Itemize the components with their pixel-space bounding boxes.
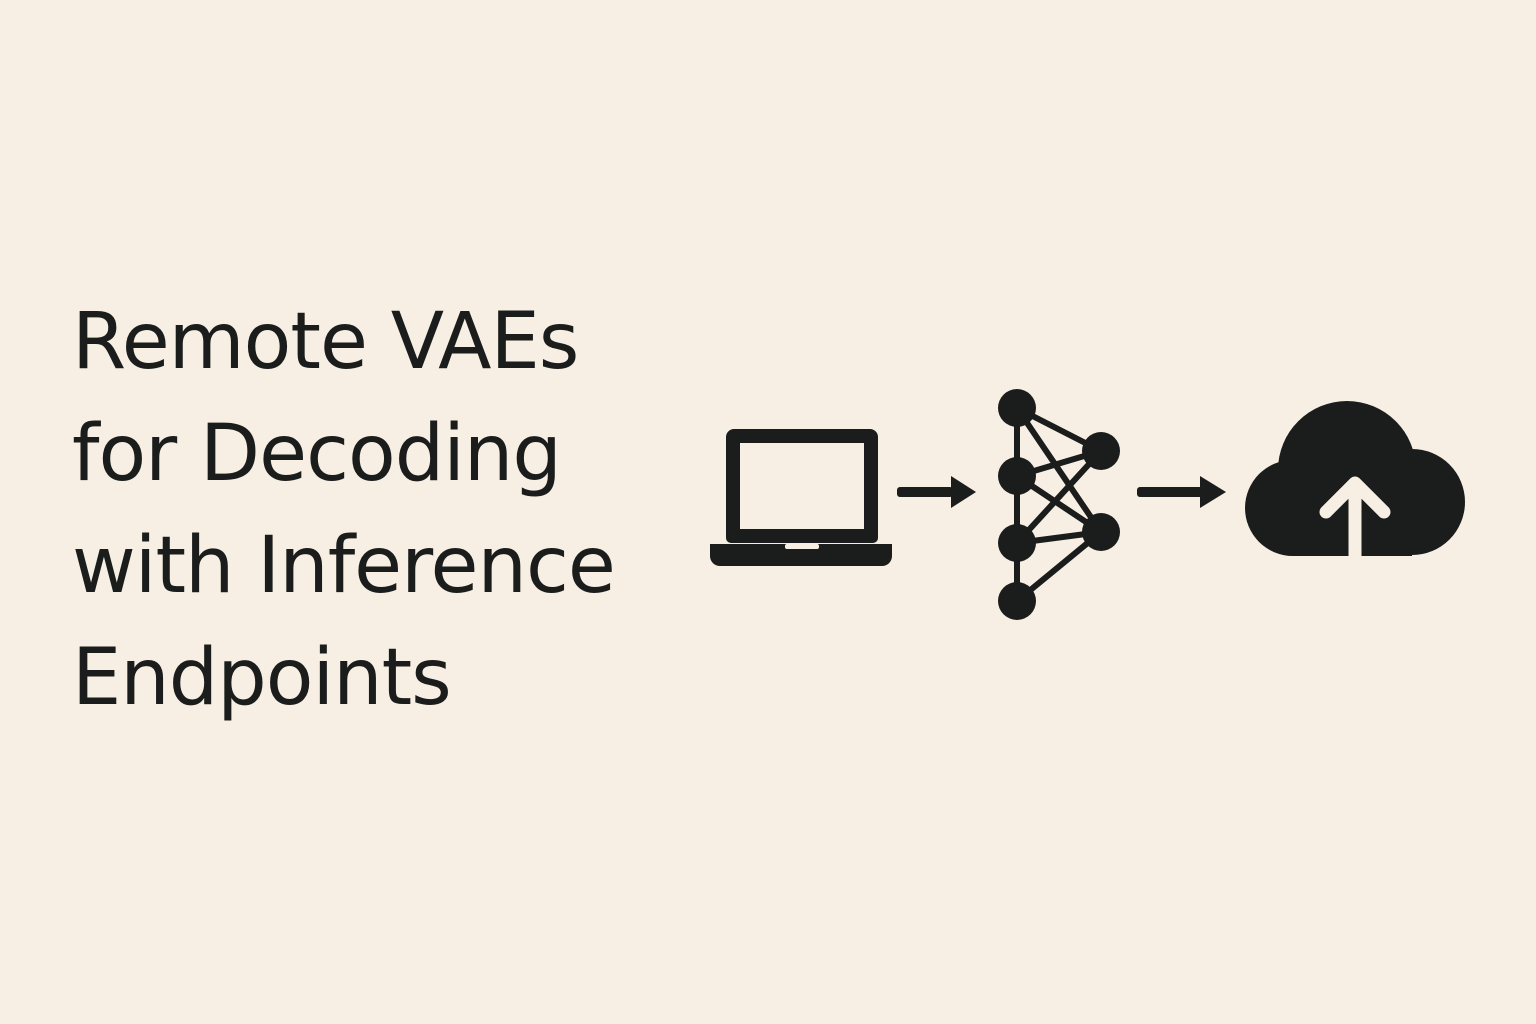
title-line-2: for Decoding [72,409,562,499]
cloud-upload-icon [1245,401,1465,567]
title-line-1: Remote VAEs [72,297,579,387]
page-title: Remote VAEs for Decoding with Inference … [72,286,616,734]
neural-network-icon [998,389,1120,620]
title-line-4: Endpoints [72,633,452,723]
arrow-right-icon [897,476,976,508]
arrow-right-icon [1137,476,1226,508]
title-line-3: with Inference [72,521,616,611]
laptop-icon [710,429,892,566]
